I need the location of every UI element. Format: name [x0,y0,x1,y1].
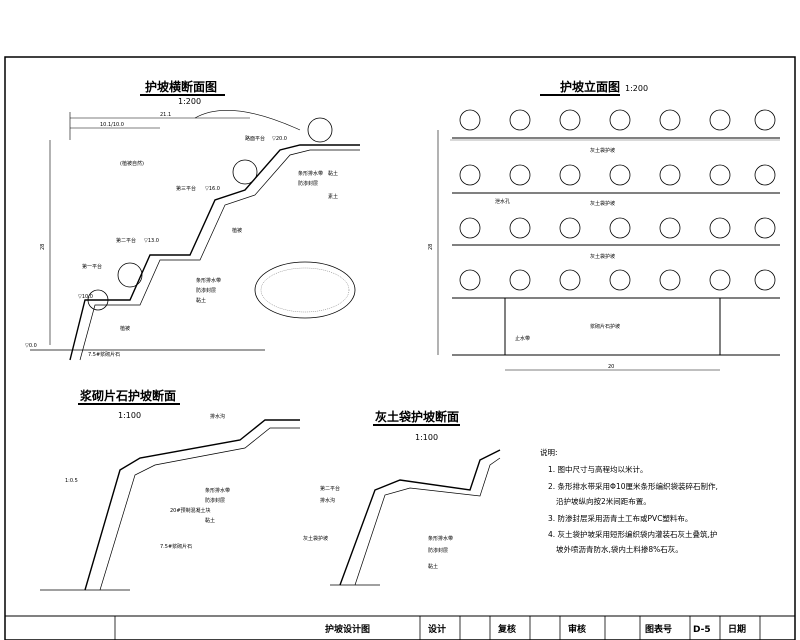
callout-planting-2: 植被 [120,325,130,332]
tb-sheet-label: 图表号 [645,623,672,635]
note-2b: 沿护坡纵向按2米间距布置。 [556,496,651,506]
tb-date: 日期 [728,623,746,635]
elev-label-water-stop: 止水带 [515,335,530,342]
lime-label-clay: 黏土 [428,563,438,570]
stone-section-view: 浆砌片石护坡断面 1:100 排水沟 条形排水带 防渗封层 黏土 20#预制混凝… [40,388,300,591]
lime-label-belt: 条形排水带 [428,535,453,542]
callout-clay-1: 黏土 [328,170,338,177]
note-1: 1. 图中尺寸与高程均以米计。 [548,464,648,474]
lime-label-lime: 灰土袋护坡 [303,535,328,542]
elev-label-lime-3: 灰土袋护坡 [590,253,615,260]
callout-geotextile-2: 防渗封层 [196,287,216,294]
platform-3-label: 第三平台 [176,185,196,192]
cross-section-scale: 1:200 [178,97,201,106]
elev-10: ▽10.0 [78,294,93,300]
dim-width: 21.1 [160,112,171,118]
lime-label-drain: 排水沟 [320,497,335,504]
elevation-title: 护坡立面图 [560,79,620,94]
elev-0: ▽0.0 [25,343,37,349]
lime-section-title: 灰土袋护坡断面 [375,409,459,424]
stone-label-rate: 1:0.5 [65,478,78,484]
elevation-scale: 1:200 [625,84,648,93]
elev-label-drain-hole: 泄水孔 [495,198,510,205]
tb-project: 护坡设计图 [325,623,370,635]
tb-sheet-no: D-5 [693,625,711,635]
lime-section-scale: 1:100 [415,433,438,442]
callout-bottom-wall: 7.5#浆砌片石 [88,351,120,358]
notes-heading: 说明: [540,447,558,457]
notes-block: 说明: 1. 图中尺寸与高程均以米计。 2. 条形排水带采用Φ10厘米条形编织袋… [540,447,718,554]
note-4a: 4. 灰土袋护坡采用短形编织袋内灌装石灰土叠筑,护 [548,529,717,539]
tb-audit: 审核 [568,623,586,635]
lime-label-platform: 第二平台 [320,485,340,492]
cross-section-title: 护坡横断面图 [145,79,217,94]
stone-label-belt: 条形排水带 [205,487,230,494]
callout-planting-1: 植被 [232,227,242,234]
note-2a: 2. 条形排水带采用Φ10厘米条形编织袋装碎石制作, [548,481,718,491]
grass-note: (植被自然) [120,160,144,167]
dim-bottom: 20 [608,364,614,370]
dim-sub: 10.1/10.0 [100,122,124,128]
lime-label-geo: 防渗封层 [428,547,448,554]
elev-label-lime-1: 灰土袋护坡 [590,147,615,154]
stone-label-clay: 黏土 [205,517,215,524]
platform-top-label: 路面平台 [245,135,265,142]
title-block [114,616,761,640]
callout-geotextile-1: 防渗封层 [298,180,318,187]
stone-label-wall: 7.5#浆砌片石 [160,543,192,550]
cross-section-view: 护坡横断面图 1:200 21.1 10.1/10.0 28 ▽0.0 路面平台… [25,79,360,361]
platform-1-label: 第一平台 [82,263,102,270]
elev-16: ▽16.0 [205,186,220,192]
stone-label-drain: 排水沟 [210,413,225,420]
callout-clay-2: 黏土 [196,297,206,304]
elev-label-lime-2: 灰土袋护坡 [590,200,615,207]
stone-label-concrete: 20#预制混凝土块 [170,507,211,514]
note-3: 3. 防渗封层采用沥青土工布或PVC塑料布。 [548,513,692,523]
callout-drain-belt-2: 条形排水带 [196,277,221,284]
sheet-border [4,56,796,640]
stone-label-geo: 防渗封层 [205,497,225,504]
callout-plain-soil-1: 素土 [328,193,338,200]
elev-label-stone: 浆砌片石护坡 [590,323,620,330]
stone-section-scale: 1:100 [118,411,141,420]
stone-section-title: 浆砌片石护坡断面 [79,388,176,403]
elev-20: ▽20.0 [272,136,287,142]
dim-height: 28 [40,244,46,250]
tb-review: 复核 [497,623,516,635]
platform-2-label: 第二平台 [116,237,136,244]
lime-section-view: 灰土袋护坡断面 1:100 第二平台 排水沟 灰土袋护坡 条形排水带 防渗封层 … [303,409,501,586]
callout-drain-belt-1: 条形排水带 [298,170,323,177]
elev-dim-height: 28 [428,244,434,250]
note-4b: 坡外喷沥青防水,袋内土料掺8%石灰。 [556,544,683,554]
tb-design: 设计 [428,623,446,635]
elev-13: ▽13.0 [144,238,159,244]
elevation-view: 护坡立面图 1:200 20 灰土袋护坡 灰土袋护坡 灰土袋护坡 浆砌片石护坡 … [428,79,780,371]
